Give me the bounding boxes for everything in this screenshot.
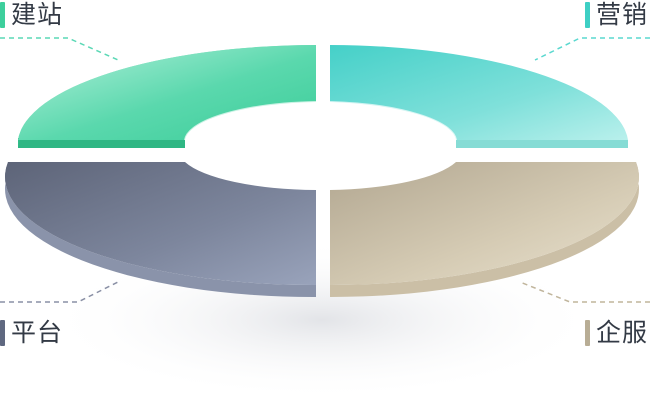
label-text-top-right: 营销 — [595, 0, 648, 29]
segment-bottom-left — [5, 162, 316, 286]
label-marker-bottom-right — [584, 320, 590, 346]
label-bottom-right: 企服 — [584, 318, 648, 348]
label-marker-top-left — [0, 2, 5, 28]
segment-top-right-side — [456, 140, 628, 148]
label-top-right: 营销 — [584, 0, 648, 30]
label-text-bottom-right: 企服 — [595, 318, 648, 347]
inner-rim-tl — [184, 101, 317, 141]
label-marker-bottom-left — [0, 320, 5, 346]
segment-top-right — [330, 45, 628, 140]
segment-bottom-right — [330, 162, 639, 286]
inner-rim-tr — [329, 101, 457, 141]
label-top-left: 建站 — [0, 0, 63, 30]
connector-lines — [0, 37, 650, 303]
label-text-bottom-left: 平台 — [11, 318, 64, 347]
label-bottom-left: 平台 — [0, 318, 63, 348]
segment-top-left — [18, 45, 316, 140]
label-marker-top-right — [584, 2, 590, 28]
label-text-top-left: 建站 — [11, 0, 64, 29]
segment-top-left-side — [18, 138, 185, 148]
